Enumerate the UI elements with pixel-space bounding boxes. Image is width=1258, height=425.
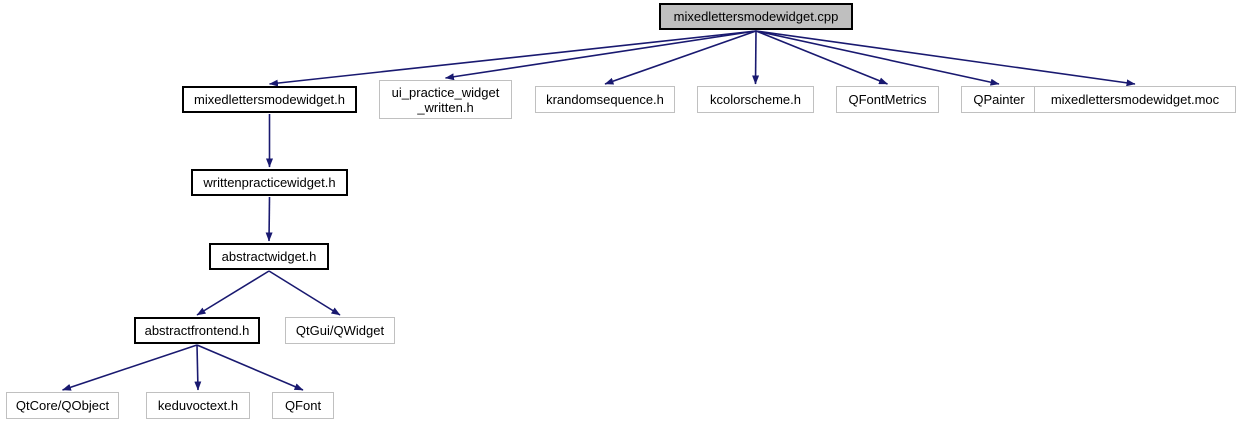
- graph-edge-n0-to-n4: [752, 30, 760, 85]
- graph-edge-n10-to-n14: [196, 344, 304, 391]
- graph-node-n11[interactable]: QtGui/QWidget: [285, 317, 395, 344]
- graph-node-n9[interactable]: abstractwidget.h: [209, 243, 329, 270]
- graph-node-n0[interactable]: mixedlettersmodewidget.cpp: [659, 3, 853, 30]
- graph-node-n4[interactable]: kcolorscheme.h: [697, 86, 814, 113]
- graph-edge-n9-to-n11: [268, 270, 341, 316]
- graph-node-n7[interactable]: mixedlettersmodewidget.moc: [1034, 86, 1236, 113]
- graph-node-n13[interactable]: keduvoctext.h: [146, 392, 250, 419]
- graph-edge-n9-to-n10: [196, 270, 270, 316]
- graph-node-n12[interactable]: QtCore/QObject: [6, 392, 119, 419]
- graph-edge-n0-to-n2: [445, 30, 757, 81]
- graph-node-n6[interactable]: QPainter: [961, 86, 1037, 113]
- graph-edge-n0-to-n6: [755, 30, 1000, 86]
- graph-node-n5[interactable]: QFontMetrics: [836, 86, 939, 113]
- graph-node-n2[interactable]: ui_practice_widget _written.h: [379, 80, 512, 119]
- graph-node-n10[interactable]: abstractfrontend.h: [134, 317, 260, 344]
- graph-node-n1[interactable]: mixedlettersmodewidget.h: [182, 86, 357, 113]
- graph-node-n8[interactable]: writtenpracticewidget.h: [191, 169, 348, 196]
- graph-edge-n0-to-n7: [755, 30, 1136, 87]
- graph-node-n3[interactable]: krandomsequence.h: [535, 86, 675, 113]
- graph-node-n14[interactable]: QFont: [272, 392, 334, 419]
- graph-edge-n10-to-n13: [194, 344, 202, 391]
- graph-edge-n0-to-n5: [755, 30, 888, 85]
- graph-edge-n0-to-n3: [604, 30, 757, 85]
- graph-edge-n10-to-n12: [62, 344, 198, 391]
- graph-edge-n0-to-n1: [269, 30, 757, 87]
- graph-edge-n8-to-n9: [265, 196, 273, 242]
